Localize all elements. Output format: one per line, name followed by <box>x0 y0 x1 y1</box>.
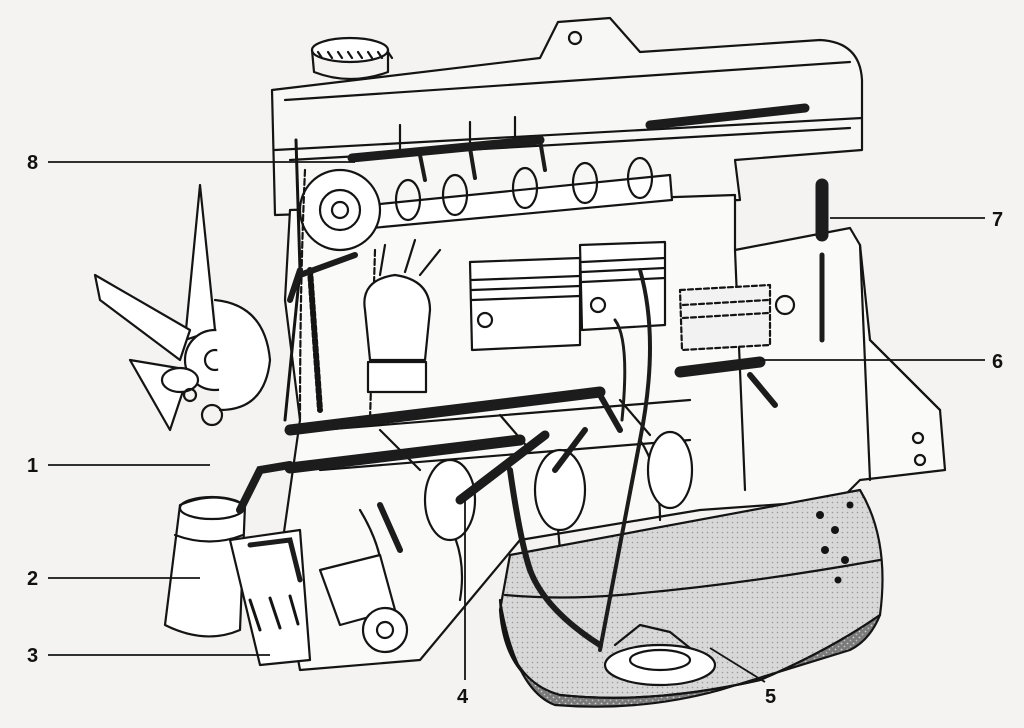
oil-galleries <box>236 103 829 652</box>
callout-4: 4 <box>457 686 469 708</box>
callout-2: 2 <box>27 568 38 590</box>
oil-strainer <box>603 623 717 687</box>
callout-6: 6 <box>992 351 1003 373</box>
fuel-pump <box>318 553 409 654</box>
leader-lines <box>48 161 985 683</box>
distributor <box>363 238 442 394</box>
cooling-fan <box>93 183 272 432</box>
oil-pump-bracket <box>228 528 312 667</box>
callout-5: 5 <box>765 686 776 708</box>
callout-labels: 8 7 6 1 2 3 4 5 <box>27 152 1003 708</box>
crankshaft <box>318 398 694 602</box>
pistons <box>468 240 796 352</box>
callout-8: 8 <box>27 152 38 174</box>
oil-drips <box>816 501 854 584</box>
leader-line-5 <box>709 647 766 683</box>
oil-filler-cap <box>310 36 394 81</box>
water-pump-pulley <box>160 366 224 427</box>
oil-pan <box>498 488 884 708</box>
callout-1: 1 <box>27 455 38 477</box>
oil-filter <box>163 495 247 638</box>
valve-cover <box>270 16 864 217</box>
engine-illustration <box>93 16 947 708</box>
callout-7: 7 <box>992 209 1003 231</box>
callout-3: 3 <box>27 645 38 667</box>
